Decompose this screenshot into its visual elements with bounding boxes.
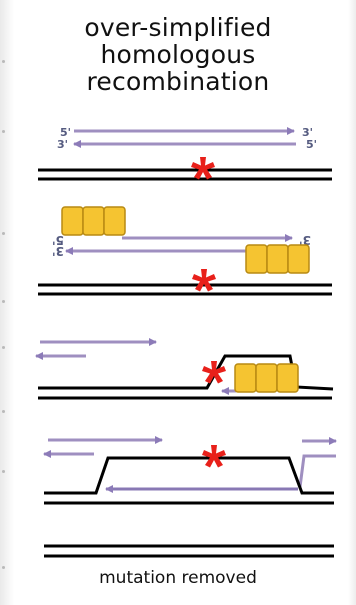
dna-strand-displaced — [44, 456, 334, 495]
title-line-3: recombination — [86, 67, 270, 96]
label-3prime-mirrored: 3' — [52, 244, 64, 258]
mutation-icon — [192, 269, 216, 292]
protein-block — [276, 363, 299, 393]
margin-mark — [2, 566, 5, 569]
mutation-icon — [202, 445, 226, 468]
label-5prime-bottom-right: 5' — [306, 138, 317, 151]
protein-block — [61, 206, 84, 236]
protein-block — [234, 363, 257, 393]
protein-block — [287, 244, 310, 274]
protein-block — [82, 206, 105, 236]
protein-block — [103, 206, 126, 236]
stage-4 — [43, 436, 337, 505]
protein-complex-bound — [234, 363, 299, 393]
protein-complex-right — [245, 244, 310, 274]
title-line-2: homologous — [100, 40, 256, 69]
label-5prime-mirrored: 5' — [52, 233, 64, 247]
left-page-shadow — [0, 0, 14, 605]
dna-strand-displaced — [38, 354, 334, 391]
right-page-shadow — [348, 0, 356, 605]
margin-mark — [2, 346, 5, 349]
mutation-icon — [191, 157, 215, 180]
margin-mark — [2, 410, 5, 413]
protein-complex-left — [61, 206, 126, 236]
protein-block — [255, 363, 278, 393]
protein-block — [245, 244, 268, 274]
label-3prime-mirrored-right: 3' — [299, 233, 311, 247]
stage-1: 5' 3' 3' 5' — [38, 126, 332, 181]
protein-block — [266, 244, 289, 274]
title-line-1: over-simplified — [84, 13, 272, 42]
stage-2: 5' 3' 3' — [38, 206, 332, 296]
donor-strand-right-bent — [298, 454, 336, 488]
stage-5 — [44, 544, 334, 558]
stage-3 — [35, 338, 334, 400]
margin-mark — [2, 232, 5, 235]
margin-mark — [2, 470, 5, 473]
label-3prime-bottom-left: 3' — [57, 138, 68, 151]
label-5prime-top-left: 5' — [60, 126, 71, 139]
margin-mark — [2, 130, 5, 133]
margin-mark — [2, 60, 5, 63]
margin-mark — [2, 300, 5, 303]
label-3prime-top-right: 3' — [302, 126, 313, 139]
caption: mutation removed — [99, 568, 257, 588]
mutation-icon — [202, 361, 226, 384]
